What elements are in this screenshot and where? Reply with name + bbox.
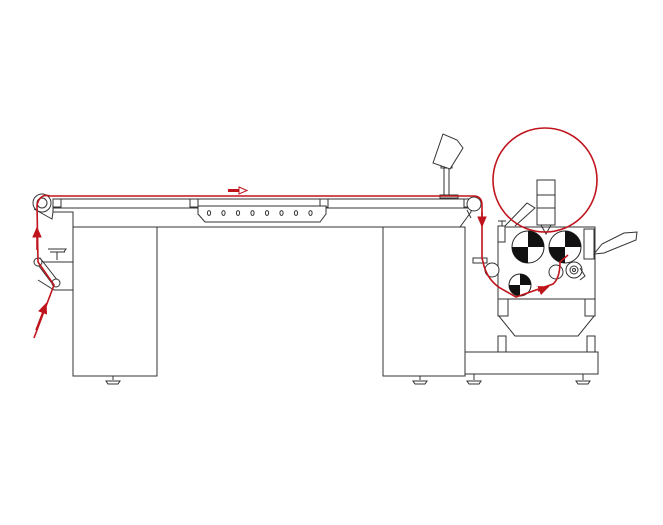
left-pulley bbox=[32, 193, 54, 220]
guard-hole bbox=[293, 210, 299, 216]
guard-hole bbox=[250, 210, 255, 216]
checkered-roller bbox=[511, 230, 545, 264]
guard-hole bbox=[264, 210, 270, 216]
outfeed-pulley bbox=[466, 196, 482, 219]
core-holder bbox=[536, 179, 556, 236]
winding-unit bbox=[464, 202, 638, 385]
guard-hole bbox=[235, 210, 241, 216]
web-path bbox=[32, 194, 569, 339]
left-leg bbox=[72, 226, 158, 385]
rollers bbox=[508, 230, 582, 297]
film-roll bbox=[492, 127, 598, 233]
right-leg bbox=[382, 226, 466, 385]
control-display bbox=[432, 133, 464, 199]
guard-hole bbox=[221, 210, 226, 216]
checkered-roller bbox=[548, 230, 582, 264]
guard-hole bbox=[308, 210, 313, 216]
direction-arrow bbox=[228, 186, 249, 195]
guard-plate bbox=[197, 205, 327, 223]
guard-hole bbox=[279, 210, 284, 216]
guard-hole bbox=[206, 210, 212, 216]
small-rollers bbox=[484, 261, 586, 281]
